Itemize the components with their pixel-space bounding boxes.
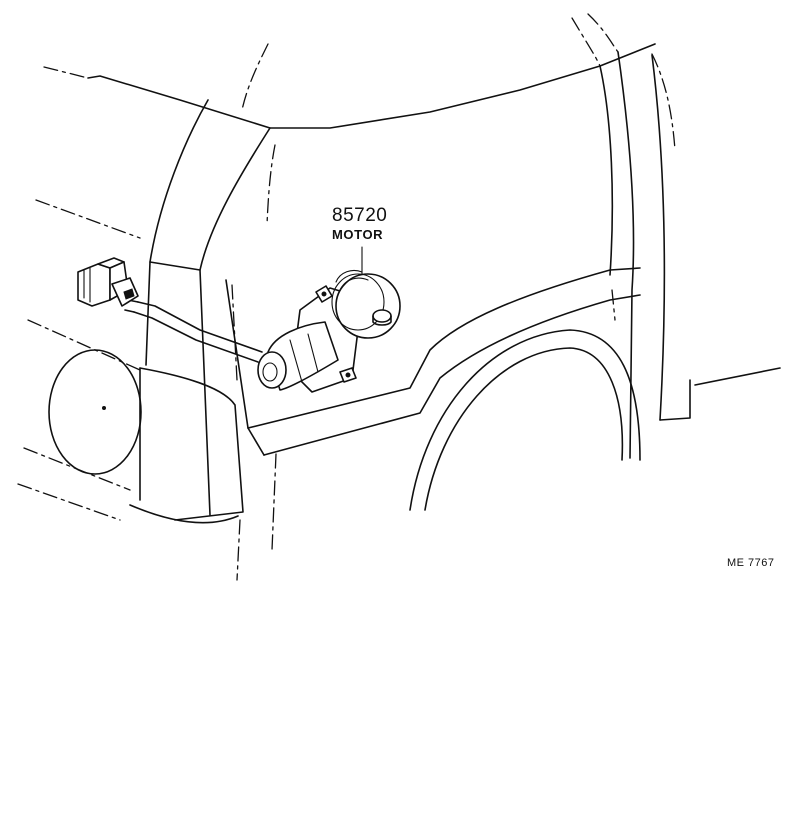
figure-code-label: ME 7767 (727, 557, 775, 569)
pillar-lines (145, 43, 277, 581)
part-name-label: MOTOR (332, 227, 384, 242)
headlamp (48, 349, 244, 524)
harness-connector (77, 257, 139, 307)
motor-assembly (257, 269, 401, 393)
wire-harness (124, 299, 263, 363)
quarter-panel (247, 13, 781, 511)
part-number-label: 85720 (332, 205, 388, 226)
